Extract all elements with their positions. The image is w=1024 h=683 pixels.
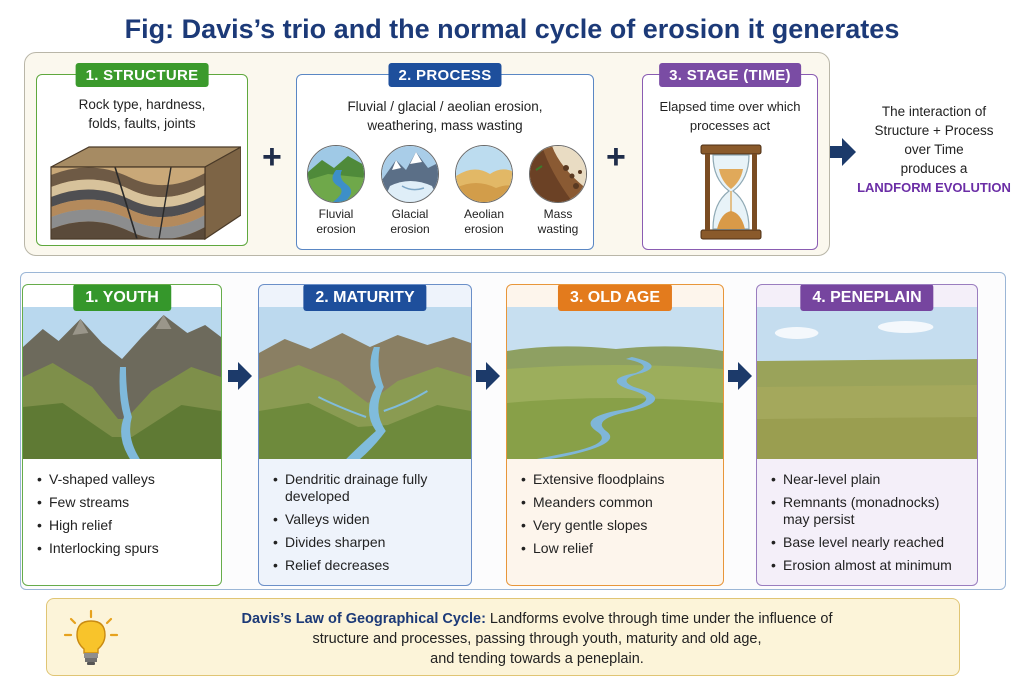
hourglass-icon <box>700 144 762 240</box>
old-age-points: Extensive floodplains Meanders common Ve… <box>521 471 715 563</box>
arrow-right-icon <box>228 362 252 390</box>
lightbulb-icon <box>63 609 119 665</box>
plus-sign-2: + <box>606 138 626 176</box>
maturity-landscape-icon <box>259 307 471 459</box>
process-desc: Fluvial / glacial / aeolian erosion, wea… <box>347 99 543 133</box>
structure-desc: Rock type, hardness, folds, faults, join… <box>78 97 206 131</box>
law-box: Davis’s Law of Geographical Cycle: Landf… <box>46 598 960 676</box>
stage-old-age-title: 3. OLD AGE <box>557 285 673 311</box>
stage-peneplain: 4. PENEPLAIN Near-level plain Remnants (… <box>756 284 978 586</box>
figure-title: Fig: Davis’s trio and the normal cycle o… <box>124 14 900 44</box>
interaction-text: The interaction of Structure + Process o… <box>846 102 1022 197</box>
process-title: 2. PROCESS <box>388 63 502 87</box>
peneplain-points: Near-level plain Remnants (monadnocks) m… <box>771 471 969 580</box>
maturity-points: Dendritic drainage fully developed Valle… <box>273 471 463 580</box>
youth-landscape-icon <box>23 307 221 459</box>
stage-desc: Elapsed time over which processes act <box>659 99 801 133</box>
fluvial-erosion-icon <box>307 145 365 203</box>
rock-strata-icon <box>50 146 241 241</box>
mass-wasting-icon <box>529 145 587 203</box>
arrow-right-icon <box>476 362 500 390</box>
structure-title: 1. STRUCTURE <box>75 63 209 87</box>
stage-youth: 1. YOUTH V-shaped valleys Few streams Hi… <box>22 284 222 586</box>
stage-card: 3. STAGE (TIME) Elapsed time over which … <box>642 63 818 250</box>
stage-youth-title: 1. YOUTH <box>73 285 171 311</box>
landform-evolution-label: LANDFORM EVOLUTION <box>857 180 1011 195</box>
arrow-right-icon <box>728 362 752 390</box>
glacial-erosion-icon <box>381 145 439 203</box>
stage-old-age: 3. OLD AGE Extensive floodplains Meander… <box>506 284 724 586</box>
arrow-right-icon <box>830 138 856 166</box>
peneplain-landscape-icon <box>757 307 977 459</box>
youth-points: V-shaped valleys Few streams High relief… <box>37 471 213 563</box>
stage-maturity-title: 2. MATURITY <box>303 285 427 311</box>
law-text: Davis’s Law of Geographical Cycle: Landf… <box>241 611 833 667</box>
law-lead: Davis’s Law of Geographical Cycle: <box>241 611 486 627</box>
stage-title: 3. STAGE (TIME) <box>659 63 801 87</box>
structure-card: 1. STRUCTURE Rock type, hardness, folds,… <box>36 63 248 246</box>
aeolian-erosion-icon <box>455 145 513 203</box>
plus-sign-1: + <box>262 138 282 176</box>
stage-maturity: 2. MATURITY Dendritic drainage fully dev… <box>258 284 472 586</box>
old-age-landscape-icon <box>507 307 723 459</box>
stage-peneplain-title: 4. PENEPLAIN <box>800 285 934 311</box>
process-card: 2. PROCESS Fluvial / glacial / aeolian e… <box>296 63 594 250</box>
